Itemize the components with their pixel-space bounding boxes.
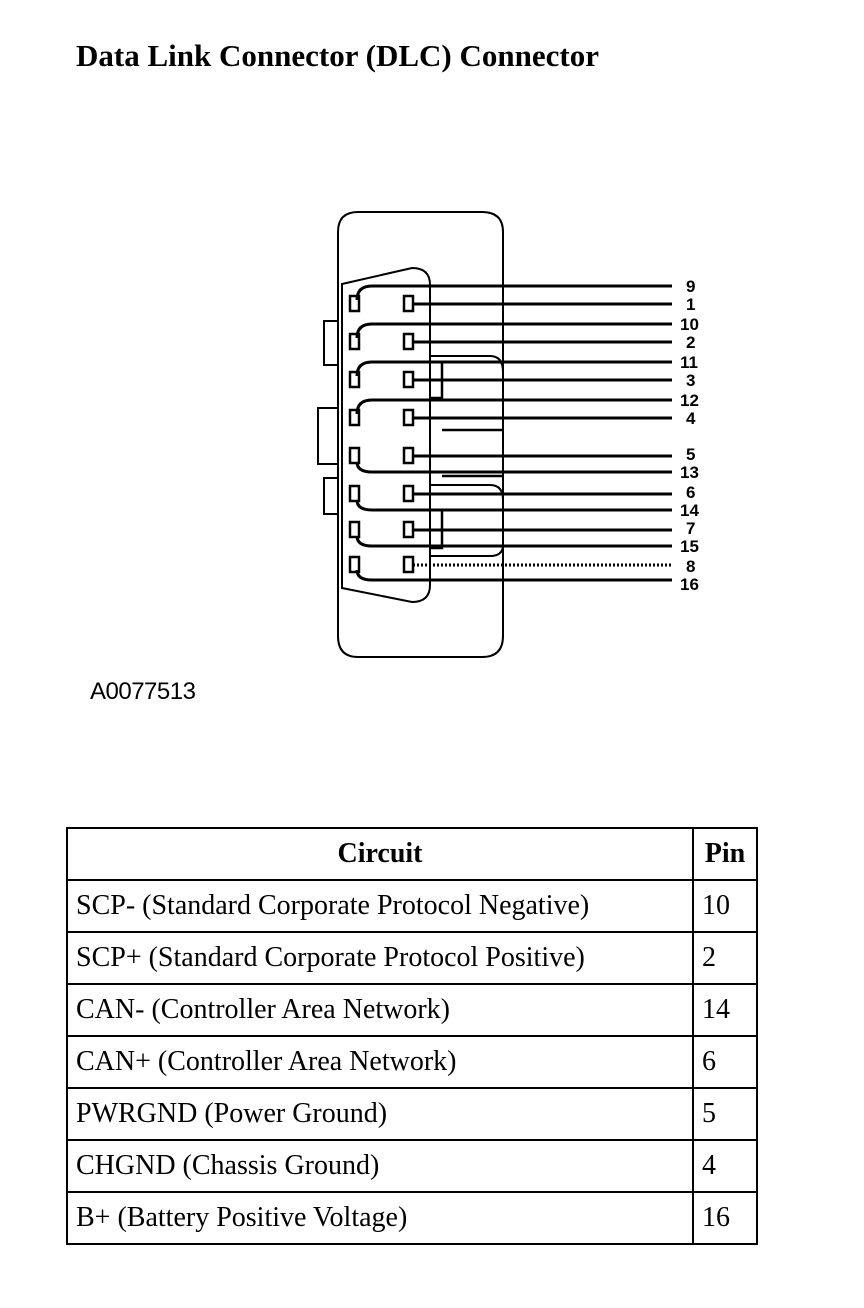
pin-label: 5 xyxy=(686,445,695,464)
table-row: PWRGND (Power Ground) 5 xyxy=(66,1087,758,1141)
pin-label: 2 xyxy=(686,333,695,352)
pin-label: 9 xyxy=(686,277,695,296)
circuit-cell: CHGND (Chassis Ground) xyxy=(66,1139,694,1193)
pin-label: 8 xyxy=(686,557,695,576)
table-header-row: Circuit Pin xyxy=(66,827,758,881)
pin-cell: 5 xyxy=(692,1087,758,1141)
pin-label: 1 xyxy=(686,295,695,314)
circuit-cell: SCP+ (Standard Corporate Protocol Positi… xyxy=(66,931,694,985)
dlc-connector-diagram: 9 1 10 2 11 3 12 4 5 13 6 14 7 15 8 16 xyxy=(317,211,699,658)
connector-housing xyxy=(317,211,504,658)
pin-cell: 2 xyxy=(692,931,758,985)
table-row: CAN+ (Controller Area Network) 6 xyxy=(66,1035,758,1089)
pin-cell: 14 xyxy=(692,983,758,1037)
pin-label: 15 xyxy=(680,537,699,556)
page-title: Data Link Connector (DLC) Connector xyxy=(76,38,599,73)
table-row: SCP- (Standard Corporate Protocol Negati… xyxy=(66,879,758,933)
pin-label: 16 xyxy=(680,575,699,594)
pin-label: 13 xyxy=(680,463,699,482)
circuit-cell: B+ (Battery Positive Voltage) xyxy=(66,1191,694,1245)
circuit-column-header: Circuit xyxy=(66,827,694,881)
circuit-cell: CAN- (Controller Area Network) xyxy=(66,983,694,1037)
circuit-cell: CAN+ (Controller Area Network) xyxy=(66,1035,694,1089)
circuit-cell: PWRGND (Power Ground) xyxy=(66,1087,694,1141)
pin-label: 7 xyxy=(686,519,695,538)
table-row: CHGND (Chassis Ground) 4 xyxy=(66,1139,758,1193)
figure-id: A0077513 xyxy=(90,678,196,705)
pin-number-labels: 9 1 10 2 11 3 12 4 5 13 6 14 7 15 8 16 xyxy=(680,277,699,594)
pin-cell: 6 xyxy=(692,1035,758,1089)
table-row: B+ (Battery Positive Voltage) 16 xyxy=(66,1191,758,1245)
pin-wires xyxy=(355,284,672,582)
table-row: SCP+ (Standard Corporate Protocol Positi… xyxy=(66,931,758,985)
pin-label: 6 xyxy=(686,483,695,502)
pin-label: 10 xyxy=(680,315,699,334)
table-row: CAN- (Controller Area Network) 14 xyxy=(66,983,758,1037)
pin-label: 14 xyxy=(680,501,699,520)
pin-label: 4 xyxy=(686,409,696,428)
pin-label: 12 xyxy=(680,391,699,410)
pin-cell: 4 xyxy=(692,1139,758,1193)
pin-sockets xyxy=(348,294,415,574)
pin-label: 3 xyxy=(686,371,695,390)
pin-column-header: Pin xyxy=(692,827,758,881)
pin-cell: 16 xyxy=(692,1191,758,1245)
pin-label: 11 xyxy=(680,353,698,372)
pin-cell: 10 xyxy=(692,879,758,933)
circuit-pin-table: Circuit Pin SCP- (Standard Corporate Pro… xyxy=(66,827,758,1245)
circuit-cell: SCP- (Standard Corporate Protocol Negati… xyxy=(66,879,694,933)
